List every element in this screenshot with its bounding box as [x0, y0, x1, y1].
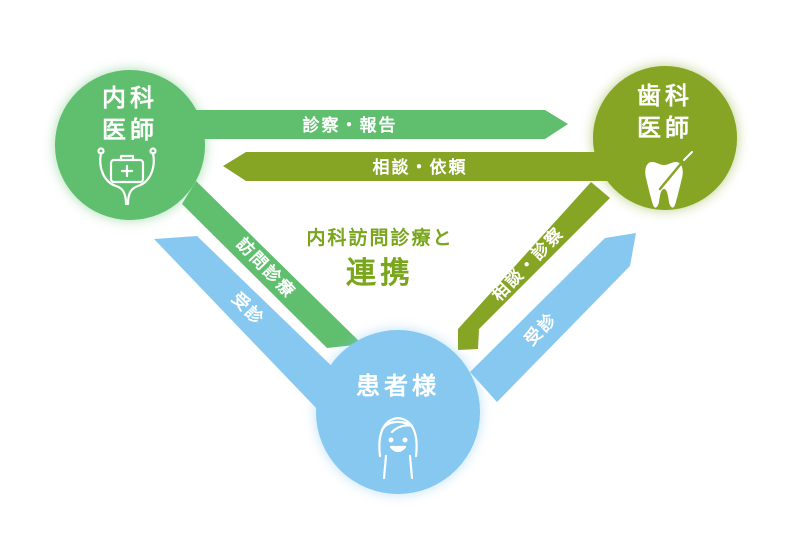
patient-title: 患者様 [356, 372, 440, 400]
arrow-label-dentist-to-internal: 相談・依頼 [373, 157, 468, 178]
arrow-patient-to-dentist: 受診 [470, 233, 636, 402]
center-caption-line2: 連携 [346, 256, 414, 291]
tooth-toothbrush-icon [645, 151, 693, 208]
dentist-title-line2: 医師 [637, 114, 693, 142]
arrow-dentist-to-internal: 相談・依頼 [223, 152, 610, 181]
doctor-bag-stethoscope-icon [97, 147, 157, 206]
center-caption-line1: 内科訪問診療と [306, 226, 453, 249]
smiling-patient-icon [378, 416, 418, 480]
arrow-internal-to-dentist: 診察・報告 [190, 110, 568, 139]
dentist-title-line1: 歯科 [637, 82, 693, 110]
arrow-label-internal-to-dentist: 診察・報告 [303, 115, 398, 136]
node-dentist: 歯科 医師 [593, 66, 737, 210]
node-patient: 患者様 [316, 330, 480, 494]
internal-medicine-title-line1: 内科 [102, 84, 158, 112]
internal-medicine-title-line2: 医師 [102, 116, 158, 144]
node-internal-medicine: 内科 医師 [55, 70, 205, 220]
